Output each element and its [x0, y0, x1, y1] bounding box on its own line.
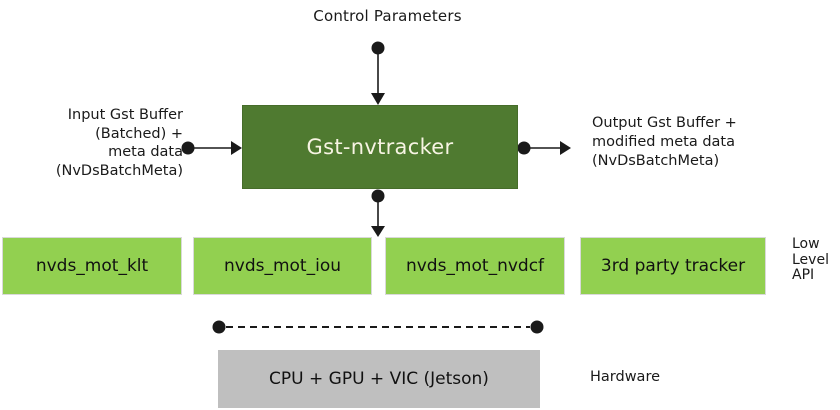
output-label-line-3: (NvDsBatchMeta) — [592, 153, 720, 169]
input-label-line-4: (NvDsBatchMeta) — [55, 162, 183, 179]
input-arrow — [181, 141, 242, 155]
hardware-span-dashed-line — [212, 320, 544, 334]
output-label-line-1: Output Gst Buffer + — [592, 115, 737, 131]
low-level-arrow — [371, 189, 385, 237]
hardware-box-label: CPU + GPU + VIC (Jetson) — [269, 369, 489, 389]
low-level-api-line-1: Low — [792, 236, 820, 252]
tracker-box-nvds-mot-klt: nvds_mot_klt — [2, 237, 182, 295]
low-level-api-line-3: API — [792, 267, 815, 283]
input-gst-buffer-label: Input Gst Buffer (Batched) + meta data (… — [28, 106, 183, 180]
input-label-line-1: Input Gst Buffer — [67, 107, 183, 123]
hardware-side-label: Hardware — [590, 369, 661, 385]
control-parameters-label: Control Parameters — [313, 7, 462, 25]
low-level-api-label: Low Level API — [792, 236, 838, 284]
output-label-line-2: modified meta data — [592, 134, 735, 150]
low-level-api-line-2: Level — [792, 251, 829, 268]
gst-nvtracker-box: Gst-nvtracker — [242, 105, 518, 189]
input-label-line-3: meta data — [108, 144, 183, 160]
hardware-box: CPU + GPU + VIC (Jetson) — [218, 350, 540, 408]
output-gst-buffer-label: Output Gst Buffer + modified meta data (… — [592, 114, 792, 171]
tracker-box-nvds-mot-iou: nvds_mot_iou — [193, 237, 372, 295]
tracker-box-nvds-mot-iou-label: nvds_mot_iou — [223, 256, 341, 276]
tracker-box-nvds-mot-nvdcf-label: nvds_mot_nvdcf — [405, 256, 545, 276]
output-arrow — [517, 141, 571, 155]
tracker-box-nvds-mot-nvdcf: nvds_mot_nvdcf — [385, 237, 565, 295]
gst-nvtracker-box-label: Gst-nvtracker — [306, 135, 454, 159]
tracker-box-3rd-party-label: 3rd party tracker — [600, 256, 746, 276]
input-label-line-2: (Batched) + — [95, 125, 183, 142]
control-params-arrow — [371, 41, 385, 105]
tracker-box-nvds-mot-klt-label: nvds_mot_klt — [35, 256, 149, 276]
tracker-box-3rd-party: 3rd party tracker — [580, 237, 766, 295]
